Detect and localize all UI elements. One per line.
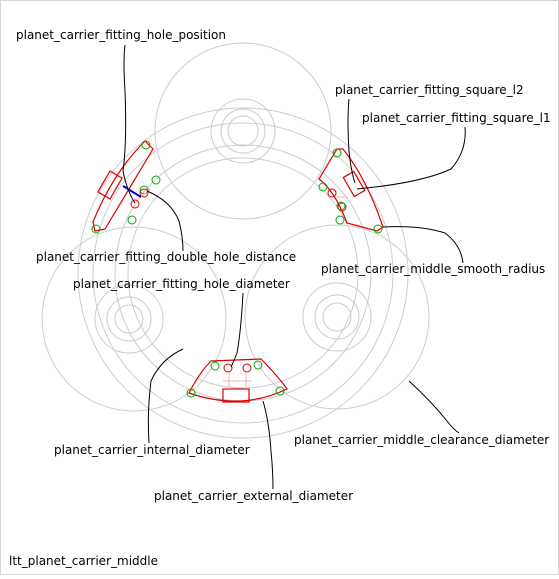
leader-fitting-hole-diameter [230, 292, 244, 368]
leader-fitting-square-l2 [347, 98, 356, 184]
label-fitting-square-l2: planet_carrier_fitting_square_l2 [335, 83, 524, 97]
red-hole [130, 199, 140, 209]
leader-lines [122, 44, 466, 490]
green-hole [275, 386, 285, 396]
green-hole [332, 148, 342, 158]
left-planet-hub [94, 284, 164, 354]
green-holes [91, 140, 383, 398]
label-external-diameter: planet_carrier_external_diameter [154, 489, 353, 503]
red-hole [242, 363, 252, 373]
fitting-square-right [342, 170, 366, 198]
red-holes [130, 188, 347, 373]
label-fitting-hole-position: planet_carrier_fitting_hole_position [16, 28, 226, 42]
label-middle-clearance-diameter: planet_carrier_middle_clearance_diameter [294, 433, 549, 447]
leader-middle-smooth-radius [382, 226, 464, 264]
gear-outlines [41, 42, 430, 439]
top-planet-hub-inner [220, 108, 266, 154]
green-hole [151, 175, 161, 185]
fitting-square-bottom [222, 388, 250, 403]
green-hole [186, 388, 196, 398]
double-hole-distance-marker [122, 185, 142, 198]
right-planet-bore [322, 302, 352, 332]
top-planet-outer [154, 42, 332, 220]
green-hole [335, 215, 345, 225]
leader-middle-clearance-diameter [408, 380, 460, 434]
green-hole [318, 182, 328, 192]
right-planet-hub-inner [314, 294, 360, 340]
right-planet-hub [302, 282, 372, 352]
diagram-caption: ltt_planet_carrier_middle [9, 554, 158, 568]
label-fitting-square-l1: planet_carrier_fitting_square_l1 [362, 111, 551, 125]
label-internal-diameter: planet_carrier_internal_diameter [54, 443, 250, 457]
green-hole [127, 215, 137, 225]
green-hole [141, 140, 151, 150]
green-hole [210, 361, 220, 371]
leader-double-hole-distance [146, 190, 184, 252]
guide-lines [138, 188, 349, 389]
center-gear-outer [77, 107, 409, 439]
green-hole [373, 224, 383, 234]
label-fitting-hole-diameter: planet_carrier_fitting_hole_diameter [73, 277, 290, 291]
fitting-square-left [97, 170, 123, 200]
carrier-arm-bottom [188, 358, 288, 402]
center-gear-inner [92, 122, 394, 424]
center-gear-ring [127, 157, 359, 389]
leader-external-diameter [262, 400, 274, 490]
red-hole [337, 202, 347, 212]
left-planet-hub-inner [106, 296, 152, 342]
red-hole [139, 188, 149, 198]
label-middle-smooth-radius: planet_carrier_middle_smooth_radius [321, 262, 545, 276]
top-planet-bore [227, 115, 259, 147]
leader-fitting-hole-position [122, 44, 136, 204]
green-hole [336, 201, 346, 211]
red-hole [327, 188, 337, 198]
top-planet-hub [210, 98, 276, 164]
left-planet-bore [114, 304, 144, 334]
red-hole [223, 363, 233, 373]
left-planet-outer [41, 226, 227, 412]
label-fitting-double-hole-distance: planet_carrier_fitting_double_hole_dista… [36, 250, 296, 264]
green-hole [91, 224, 101, 234]
leader-internal-diameter [147, 348, 184, 444]
leader-fitting-square-l1 [356, 126, 466, 190]
green-hole [253, 360, 263, 370]
right-planet-outer [244, 224, 430, 410]
